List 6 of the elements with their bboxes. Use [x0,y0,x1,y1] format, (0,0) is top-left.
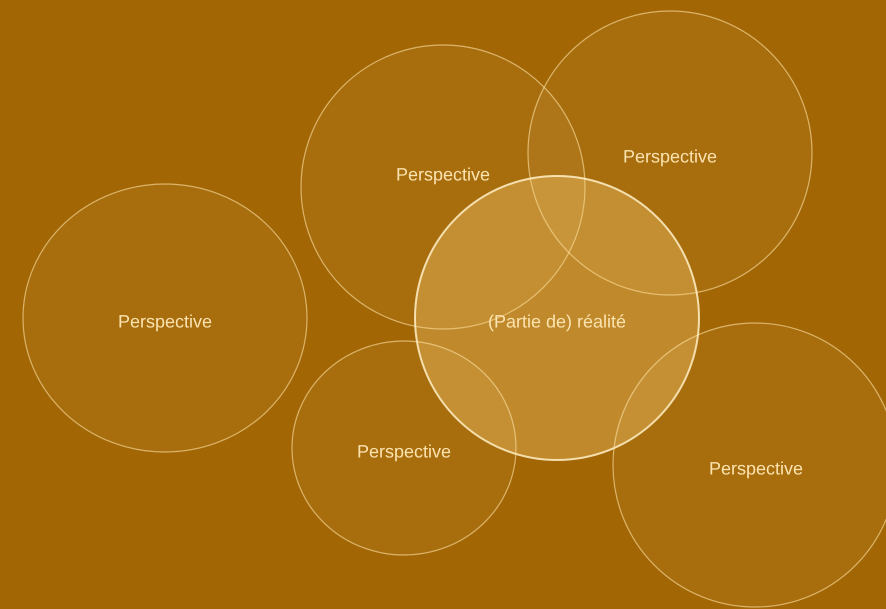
circle-label: Perspective [396,164,490,186]
circle-label: Perspective [708,458,804,480]
circle-label: Perspective [118,312,212,332]
circle-label: (Partie de) réalité [488,312,626,332]
circle-label: Perspective [622,146,718,168]
circle-label: Perspective [356,442,452,462]
